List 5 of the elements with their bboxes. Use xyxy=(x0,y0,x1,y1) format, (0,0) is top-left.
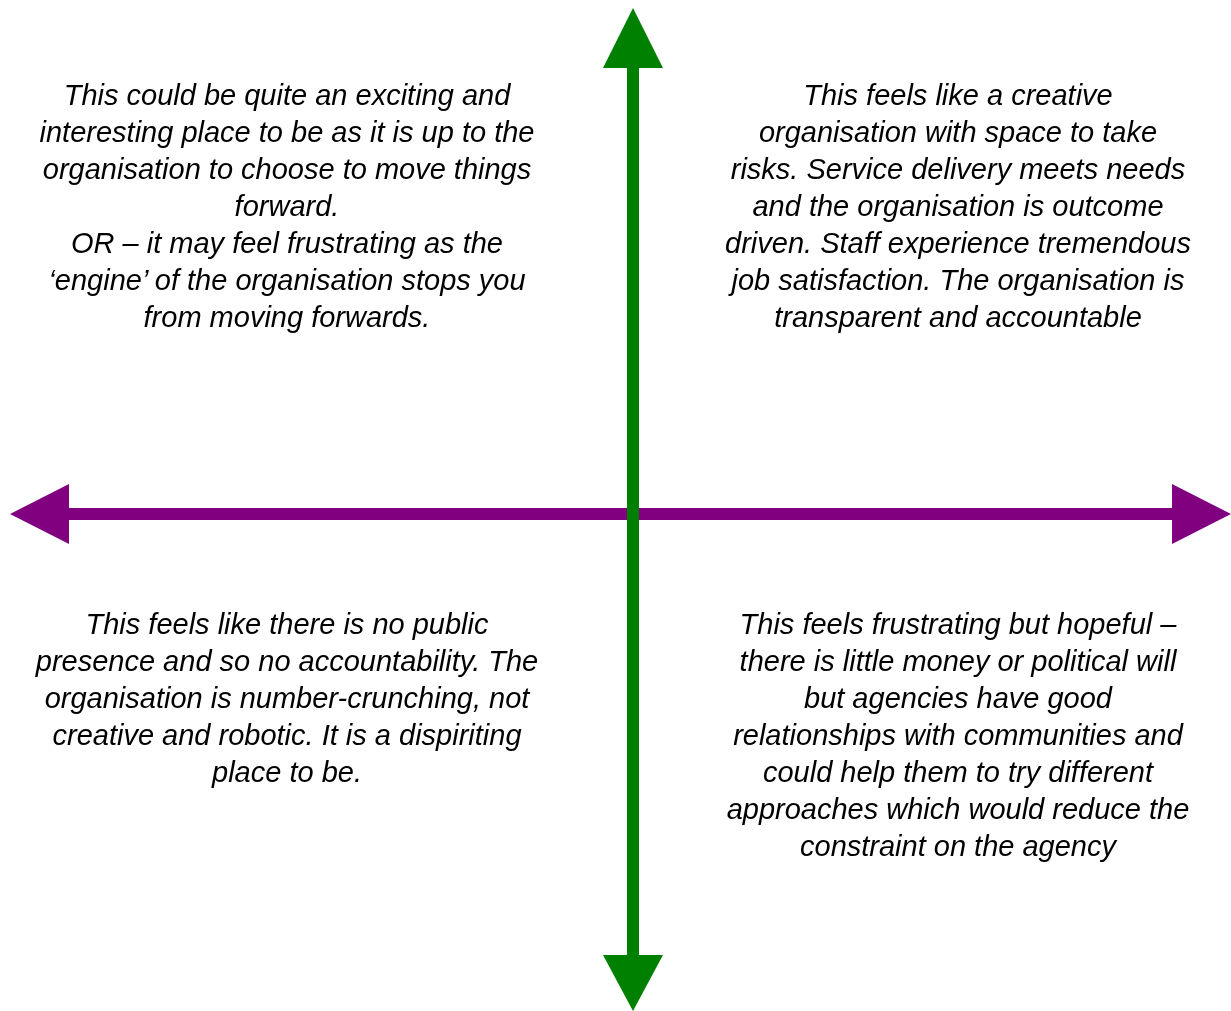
quadrant-description: This feels frustrating but hopeful – there is little money or political will but agencies have good relationships with communities and could help them to try different approaches which would reduce the constraint on the agency xyxy=(725,607,1191,864)
quadrant-description: This feels like there is no public presence and so no accountability. The organisation is number-crunching, not creative and robotic. It is a dispiriting place to be. xyxy=(34,607,540,790)
quadrant-description: This could be quite an exciting and interesting place to be as it is up to the organisation to choose to move things forward. xyxy=(38,78,536,224)
quadrant-description: This feels like a creative organisation with space to take risks. Service delivery meets needs and the organisation is outcome driven. Staff experience tremendous job satisfaction. The organisation is transparent and accountable xyxy=(724,78,1192,335)
quadrant-description: OR – it may feel frustrating as the ‘engine’ of the organisation stops you from moving forwards. xyxy=(47,226,527,335)
